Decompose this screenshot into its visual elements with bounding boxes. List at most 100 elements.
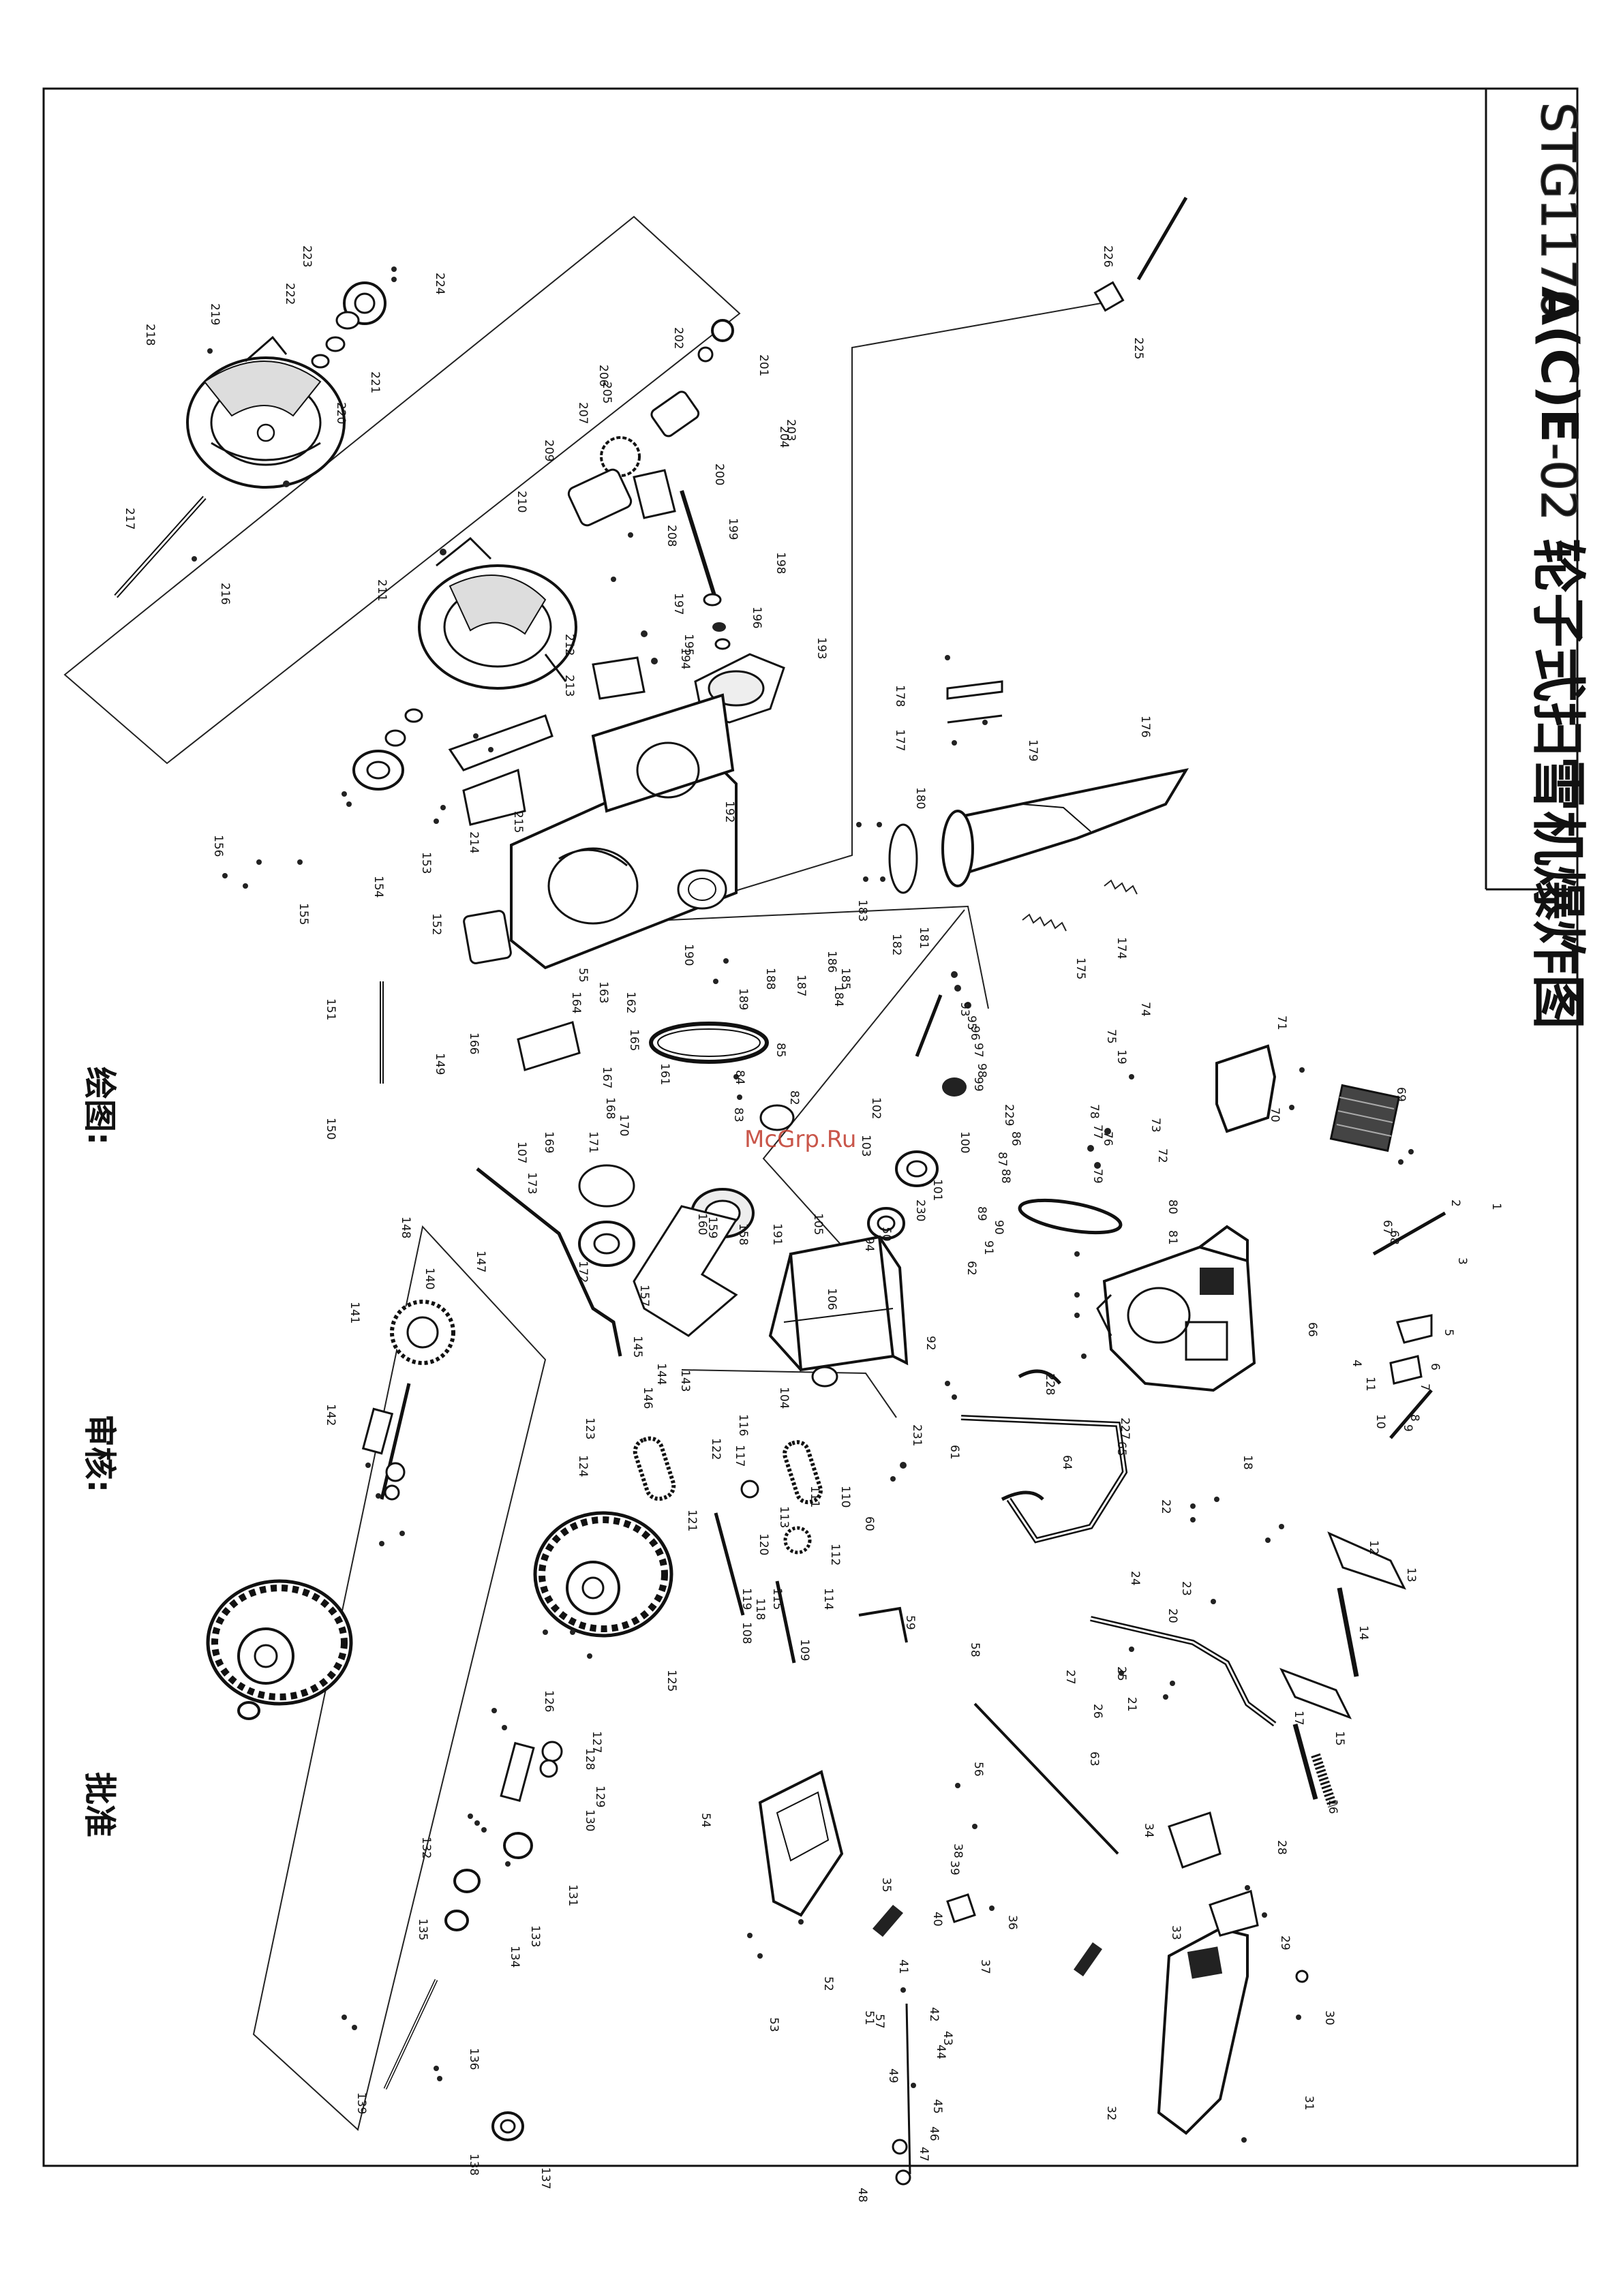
title-block: STG1170 A(C)E -02 轮子式扫雪机爆炸图 [1526, 102, 1590, 1029]
fastener-dots [192, 266, 1414, 2143]
part-label-99: 99 [971, 1077, 985, 1092]
drawing-title: 轮子式扫雪机爆炸图 [1526, 538, 1590, 1029]
part-label-202: 202 [671, 327, 685, 349]
part-label-128: 128 [583, 1748, 596, 1770]
part-label-141: 141 [348, 1302, 361, 1323]
part-label-230: 230 [913, 1199, 927, 1221]
part-label-166: 166 [467, 1032, 481, 1054]
auger-spiral-right [418, 564, 577, 690]
lower-axle-parts [383, 1741, 563, 2141]
part-label-160: 160 [695, 1213, 709, 1235]
part-label-116: 116 [736, 1414, 750, 1436]
part-label-134: 134 [508, 1946, 521, 1968]
part-label-224: 224 [433, 273, 446, 294]
part-label-66: 66 [1305, 1322, 1319, 1337]
auger-housing [448, 693, 738, 970]
part-label-193: 193 [815, 637, 828, 659]
part-label-102: 102 [869, 1097, 883, 1119]
part-label-126: 126 [542, 1690, 556, 1712]
part-label-169: 169 [542, 1131, 556, 1153]
part-label-207: 207 [576, 402, 590, 424]
part-label-85: 85 [774, 1043, 787, 1058]
part-label-68: 68 [1387, 1230, 1401, 1245]
part-label-155: 155 [297, 903, 310, 925]
part-label-43: 43 [941, 2031, 954, 2046]
part-label-84: 84 [733, 1070, 746, 1085]
part-label-90: 90 [992, 1220, 1005, 1235]
part-label-156: 156 [211, 835, 225, 857]
part-label-75: 75 [1104, 1029, 1118, 1044]
signoff-review: 审核: [80, 1414, 119, 1493]
part-label-17: 17 [1292, 1711, 1305, 1726]
part-label-158: 158 [736, 1223, 750, 1245]
part-label-112: 112 [828, 1544, 842, 1565]
part-label-179: 179 [1026, 739, 1040, 761]
part-label-62: 62 [965, 1261, 978, 1276]
part-label-37: 37 [978, 1959, 992, 1974]
part-label-60: 60 [862, 1516, 876, 1531]
part-label-23: 23 [1179, 1581, 1193, 1596]
part-label-186: 186 [825, 951, 838, 973]
leader-axle [681, 1369, 897, 1418]
part-label-103: 103 [859, 1135, 873, 1157]
part-label-131: 131 [566, 1884, 579, 1906]
part-label-120: 120 [757, 1533, 770, 1555]
pulley-82 [759, 1104, 795, 1131]
part-label-182: 182 [890, 934, 903, 955]
part-label-69: 69 [1394, 1087, 1408, 1102]
part-label-138: 138 [467, 2154, 481, 2175]
part-label-132: 132 [419, 1837, 433, 1858]
part-label-159: 159 [706, 1216, 719, 1238]
part-label-123: 123 [583, 1418, 596, 1439]
part-label-142: 142 [324, 1404, 337, 1426]
part-label-149: 149 [433, 1053, 446, 1075]
part-label-106: 106 [825, 1288, 838, 1310]
part-label-65: 65 [1114, 1441, 1128, 1456]
part-label-180: 180 [913, 787, 927, 809]
part-label-222: 222 [283, 283, 297, 305]
part-label-221: 221 [368, 371, 382, 393]
part-label-58: 58 [968, 1642, 982, 1657]
part-label-170: 170 [617, 1114, 631, 1136]
part-label-26: 26 [1091, 1704, 1104, 1719]
part-label-136: 136 [467, 2048, 481, 2070]
part-label-214: 214 [467, 831, 481, 853]
part-label-209: 209 [542, 440, 556, 461]
part-label-227: 227 [1118, 1418, 1132, 1439]
part-label-2: 2 [1448, 1199, 1462, 1207]
part-label-189: 189 [736, 988, 750, 1010]
part-label-45: 45 [930, 2099, 944, 2114]
part-label-226: 226 [1101, 245, 1114, 267]
belt-85 [649, 1022, 769, 1064]
part-label-231: 231 [910, 1424, 924, 1446]
part-label-33: 33 [1169, 1925, 1183, 1940]
part-label-144: 144 [654, 1363, 668, 1385]
part-label-94: 94 [862, 1237, 876, 1252]
part-label-1: 1 [1489, 1203, 1503, 1210]
part-label-57: 57 [873, 2014, 886, 2029]
part-label-27: 27 [1063, 1670, 1077, 1685]
part-label-48: 48 [855, 2188, 869, 2203]
part-label-86: 86 [1009, 1131, 1022, 1146]
part-label-55: 55 [576, 968, 590, 983]
part-label-53: 53 [767, 2017, 780, 2032]
part-label-151: 151 [324, 998, 337, 1020]
part-label-50: 50 [879, 1227, 893, 1242]
sprocket-141 [361, 1300, 455, 1501]
part-label-161: 161 [658, 1063, 671, 1085]
part-label-229: 229 [1002, 1104, 1016, 1126]
part-label-113: 113 [777, 1506, 791, 1528]
part-label-82: 82 [787, 1090, 801, 1105]
part-label-110: 110 [838, 1486, 852, 1507]
part-label-20: 20 [1166, 1608, 1179, 1623]
impeller-group-outline [63, 215, 741, 765]
dash-panel-54 [758, 1770, 844, 1917]
part-label-206: 206 [596, 365, 610, 386]
wheel-right [533, 1511, 673, 1638]
part-label-31: 31 [1302, 2096, 1316, 2111]
part-label-54: 54 [699, 1813, 712, 1828]
part-label-127: 127 [590, 1731, 603, 1753]
part-label-32: 32 [1104, 2106, 1118, 2121]
part-label-101: 101 [930, 1179, 944, 1201]
